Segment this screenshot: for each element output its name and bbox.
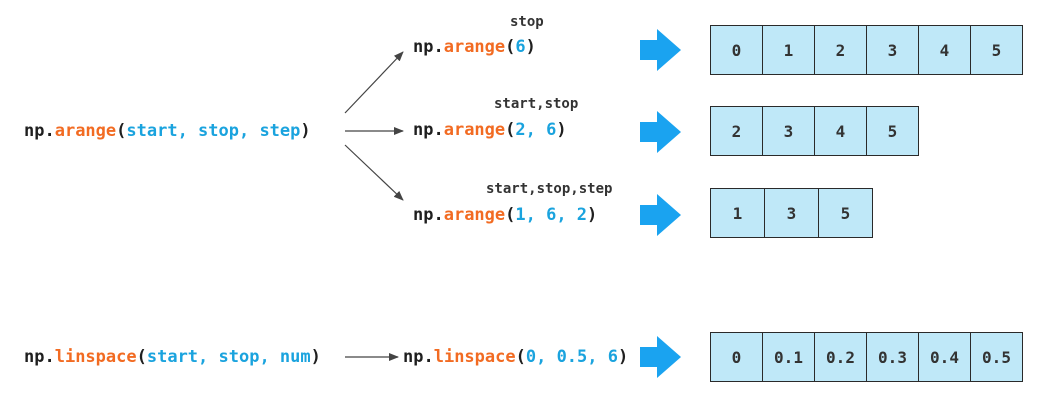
array-cell: 0.4 (919, 332, 971, 382)
array-cell: 4 (919, 25, 971, 75)
right-arrow-icon (640, 194, 681, 236)
array-cell: 4 (815, 106, 867, 156)
array-cell: 2 (711, 106, 763, 156)
array-cell: 0.2 (815, 332, 867, 382)
array-cell: 5 (867, 106, 919, 156)
array-cell: 0.3 (867, 332, 919, 382)
array-cell: 0.5 (971, 332, 1023, 382)
arange-call-start-stop-step: np.arange(1, 6, 2) (413, 205, 598, 225)
array-cell: 3 (765, 188, 819, 238)
array-cell: 0.1 (763, 332, 815, 382)
param-label-stop: stop (510, 14, 544, 30)
arange-call-stop: np.arange(6) (413, 37, 536, 57)
result-array-linspace: 0 0.1 0.2 0.3 0.4 0.5 (710, 332, 1023, 382)
connector-arrow-to-start-stop-step (344, 144, 404, 201)
result-array-2: 1 3 5 (710, 188, 873, 238)
array-cell: 5 (819, 188, 873, 238)
right-arrow-icon (640, 111, 681, 153)
right-arrow-icon (640, 336, 681, 378)
array-cell: 1 (711, 188, 765, 238)
arange-signature: np.arange(start, stop, step) (24, 121, 311, 141)
param-label-start-stop-step: start,stop,step (486, 181, 613, 197)
linspace-call: np.linspace(0, 0.5, 6) (403, 347, 629, 367)
right-arrow-icon (640, 29, 681, 71)
array-cell: 3 (867, 25, 919, 75)
array-cell: 5 (971, 25, 1023, 75)
array-cell: 3 (763, 106, 815, 156)
array-cell: 0 (711, 25, 763, 75)
result-array-0: 0 1 2 3 4 5 (710, 25, 1023, 75)
connector-arrow-to-stop (344, 51, 404, 114)
param-label-start-stop: start,stop (494, 96, 579, 112)
result-array-1: 2 3 4 5 (710, 106, 919, 156)
array-cell: 1 (763, 25, 815, 75)
arange-call-start-stop: np.arange(2, 6) (413, 120, 567, 140)
linspace-signature: np.linspace(start, stop, num) (24, 347, 321, 367)
array-cell: 0 (711, 332, 763, 382)
array-cell: 2 (815, 25, 867, 75)
